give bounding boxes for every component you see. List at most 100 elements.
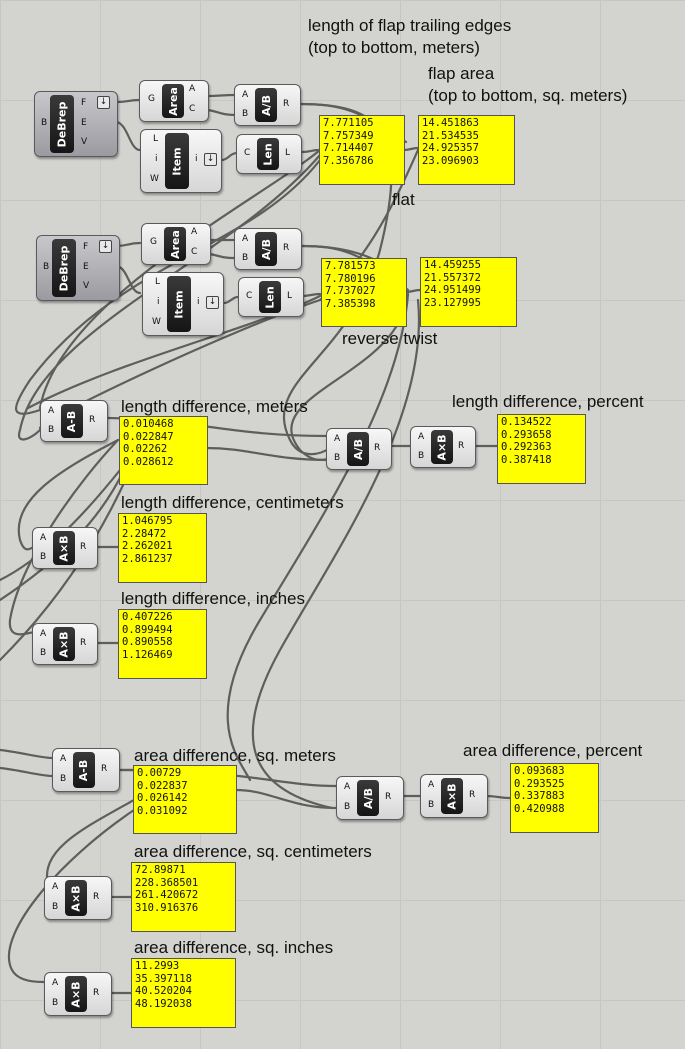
port-label: R	[93, 892, 100, 902]
divide-component-length-pct[interactable]: A B A/B R	[326, 428, 392, 470]
graft-flag-icon[interactable]: ↓	[97, 96, 110, 109]
divide-component[interactable]: A B A/B R	[234, 84, 301, 126]
component-core: A/B	[255, 232, 277, 266]
panel-flat-area[interactable]: 14.451863 21.534535 24.925357 23.096903	[418, 115, 515, 185]
panel-value: 2.262021	[122, 540, 173, 552]
port-label: W	[152, 317, 161, 327]
panel-value: 7.714407	[323, 142, 374, 154]
port-label: A	[40, 629, 47, 639]
panel-value: 35.397118	[135, 972, 192, 985]
port-label: A	[40, 533, 47, 543]
item-component[interactable]: L i W Item i ↓	[140, 129, 222, 193]
panel-value: 0.028612	[123, 455, 174, 468]
panel-value: 23.127995	[424, 296, 481, 309]
graft-flag-icon[interactable]: ↓	[99, 240, 112, 253]
panel-value: 7.356786	[323, 154, 374, 167]
label-flat: flat	[392, 190, 415, 209]
panel-value: 0.420988	[514, 802, 565, 815]
port-label: i	[197, 297, 200, 307]
multiply-component-area-pct[interactable]: A B A×B R	[420, 774, 488, 818]
panel-value: 0.407226	[122, 611, 173, 623]
port-label: B	[242, 109, 249, 119]
graft-flag-icon[interactable]: ↓	[204, 153, 217, 166]
port-label: B	[43, 262, 50, 272]
label-trailing-edges-line2: (top to bottom, meters)	[308, 38, 480, 57]
port-label: R	[283, 99, 290, 109]
area-component[interactable]: G Area A C	[141, 223, 211, 265]
panel-reverse-length[interactable]: 7.781573 7.780196 7.737027 7.385398	[321, 258, 407, 327]
component-core: Item	[167, 276, 191, 332]
panel-area-diff-sqin[interactable]: 11.2993 35.397118 40.520204 48.192038	[131, 958, 236, 1028]
port-label: F	[81, 98, 87, 108]
subtract-component-length[interactable]: A B A-B R	[40, 400, 108, 442]
component-core: A×B	[441, 778, 463, 814]
port-label: B	[60, 774, 67, 784]
area-component[interactable]: G Area A C	[139, 80, 209, 122]
label-area-diff-percent: area difference, percent	[463, 741, 643, 760]
length-component[interactable]: C Len L	[236, 134, 302, 174]
panel-area-diff-percent[interactable]: 0.093683 0.293525 0.337883 0.420988	[510, 763, 599, 833]
panel-length-diff-centimeters[interactable]: 1.046795 2.28472 2.262021 2.861237	[118, 513, 207, 583]
divide-component[interactable]: A B A/B R	[234, 228, 302, 270]
multiply-component-area-in[interactable]: A B A×B R	[44, 972, 112, 1016]
port-label: C	[244, 148, 251, 158]
panel-value: 0.134522	[501, 416, 552, 428]
panel-value: 0.292363	[501, 441, 552, 453]
port-label: B	[428, 800, 435, 810]
panel-area-diff-sqm[interactable]: 0.00729 0.022837 0.026142 0.031092	[133, 765, 237, 834]
port-label: A	[191, 227, 198, 237]
port-label: A	[418, 432, 425, 442]
port-label: R	[101, 764, 108, 774]
component-core: A×B	[65, 976, 87, 1012]
port-label: A	[52, 978, 59, 988]
port-label: B	[52, 902, 59, 912]
graft-flag-icon[interactable]: ↓	[206, 296, 219, 309]
panel-value: 0.093683	[514, 765, 565, 777]
debrep-component[interactable]: B DeBrep F E V ↓	[34, 91, 118, 157]
panel-value: 261.420672	[135, 889, 199, 901]
multiply-component-area-cm[interactable]: A B A×B R	[44, 876, 112, 920]
panel-value: 48.192038	[135, 997, 192, 1010]
panel-value: 2.28472	[122, 527, 167, 540]
panel-length-diff-percent[interactable]: 0.134522 0.293658 0.292363 0.387418	[497, 414, 586, 484]
panel-length-diff-meters[interactable]: 0.010468 0.022847 0.02262 0.028612	[119, 416, 208, 485]
divide-component-area-pct[interactable]: A B A/B R	[336, 776, 404, 820]
panel-flat-length[interactable]: 7.771105 7.757349 7.714407 7.356786	[319, 115, 405, 185]
component-core: A×B	[53, 531, 75, 565]
port-label: B	[48, 425, 55, 435]
label-length-diff-centimeters: length difference, centimeters	[121, 493, 344, 512]
panel-area-diff-sqcm[interactable]: 72.89871 228.368501 261.420672 310.91637…	[131, 862, 236, 932]
component-core: A×B	[65, 880, 87, 916]
port-label: B	[40, 552, 47, 562]
component-core: DeBrep	[52, 239, 76, 297]
panel-length-diff-inches[interactable]: 0.407226 0.899494 0.890558 1.126469	[118, 609, 207, 679]
panel-value: 0.899494	[122, 623, 173, 636]
panel-value: 72.89871	[135, 864, 186, 876]
multiply-component-length-in[interactable]: A B A×B R	[32, 623, 98, 665]
port-label: R	[385, 792, 392, 802]
panel-value: 14.451863	[422, 117, 479, 129]
panel-value: 23.096903	[422, 154, 479, 167]
port-label: B	[334, 453, 341, 463]
debrep-component[interactable]: B DeBrep F E V ↓	[36, 235, 120, 301]
panel-value: 0.02262	[123, 443, 168, 455]
port-label: B	[242, 253, 249, 263]
length-component[interactable]: C Len L	[238, 277, 304, 317]
port-label: R	[458, 441, 465, 451]
port-label: R	[469, 790, 476, 800]
component-core: Area	[164, 227, 186, 261]
multiply-component-length-pct[interactable]: A B A×B R	[410, 426, 476, 468]
port-label: A	[60, 754, 67, 764]
port-label: L	[153, 134, 159, 144]
port-label: E	[83, 262, 89, 272]
multiply-component-length-cm[interactable]: A B A×B R	[32, 527, 98, 569]
panel-value: 0.293658	[501, 428, 552, 441]
label-flap-area-line1: flap area	[428, 64, 495, 83]
port-label: R	[374, 443, 381, 453]
panel-reverse-area[interactable]: 14.459255 21.557372 24.951499 23.127995	[420, 257, 517, 327]
component-core: DeBrep	[50, 95, 74, 153]
item-component[interactable]: L i W Item i ↓	[142, 272, 224, 336]
port-label: B	[344, 802, 351, 812]
subtract-component-area[interactable]: A B A-B R	[52, 748, 120, 792]
port-label: i	[157, 297, 160, 307]
